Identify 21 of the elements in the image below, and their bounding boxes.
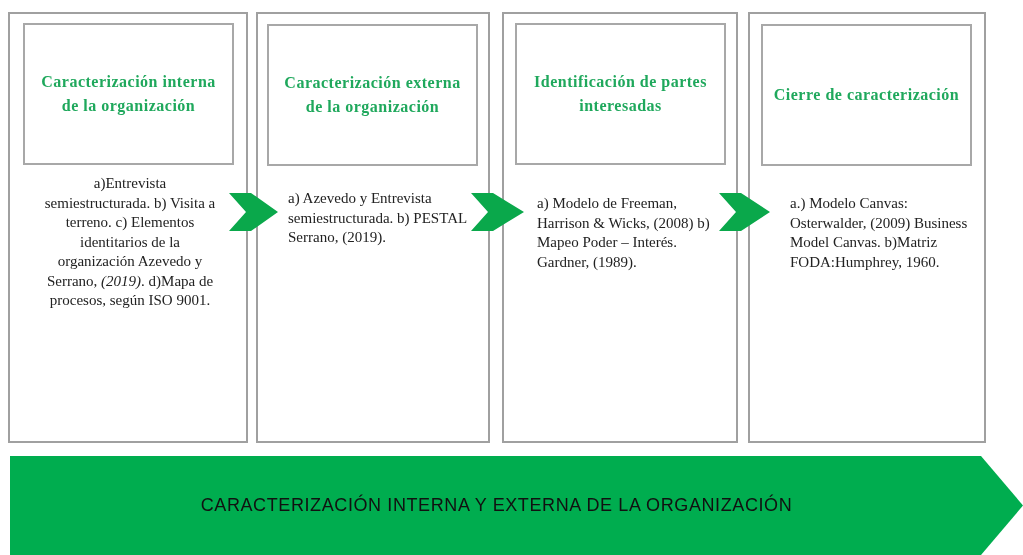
band-title: CARACTERIZACIÓN INTERNA Y EXTERNA DE LA ORGANIZACIÓN bbox=[199, 494, 794, 517]
stage-heading-box bbox=[23, 23, 234, 165]
column-panel bbox=[8, 12, 248, 443]
column-panel bbox=[256, 12, 490, 443]
stage-heading-box bbox=[761, 24, 972, 166]
method-list-text: a) Azevedo y Entrevista semiestructurada. b) PESTAL Serrano, (2019). bbox=[288, 189, 468, 247]
column-panel bbox=[502, 12, 738, 443]
chevron-arrow bbox=[471, 193, 524, 231]
arrow-band bbox=[10, 456, 1023, 555]
stage-heading-box bbox=[267, 24, 478, 166]
stage-heading: Cierre de caracterización bbox=[772, 85, 961, 105]
stage-heading: Caracterización externa de la organización bbox=[283, 73, 462, 118]
method-list-text: a) Modelo de Freeman, Harrison & Wicks, (2008) b) Mapeo Poder – Interés. Gardner, (1989). bbox=[537, 194, 711, 272]
method-list-text: a)Entrevista semiestructurada. b) Visita a terreno. c) Elementos identitarios de la organización Azevedo y Serrano, (2019). d)Mapa de procesos, según ISO 9001. bbox=[43, 174, 217, 310]
stage-heading: Identificación de partes interesadas bbox=[533, 72, 708, 116]
chevron-arrow bbox=[719, 193, 770, 231]
stage-heading: Caracterización interna de la organización bbox=[40, 72, 217, 117]
chevron-arrow bbox=[229, 193, 278, 231]
method-list-text: a.) Modelo Canvas: Osterwalder, (2009) Business Model Canvas. b)Matriz FODA:Humphrey, 1960. bbox=[790, 194, 969, 272]
stage-heading-box bbox=[515, 23, 726, 165]
column-panel bbox=[748, 12, 986, 443]
